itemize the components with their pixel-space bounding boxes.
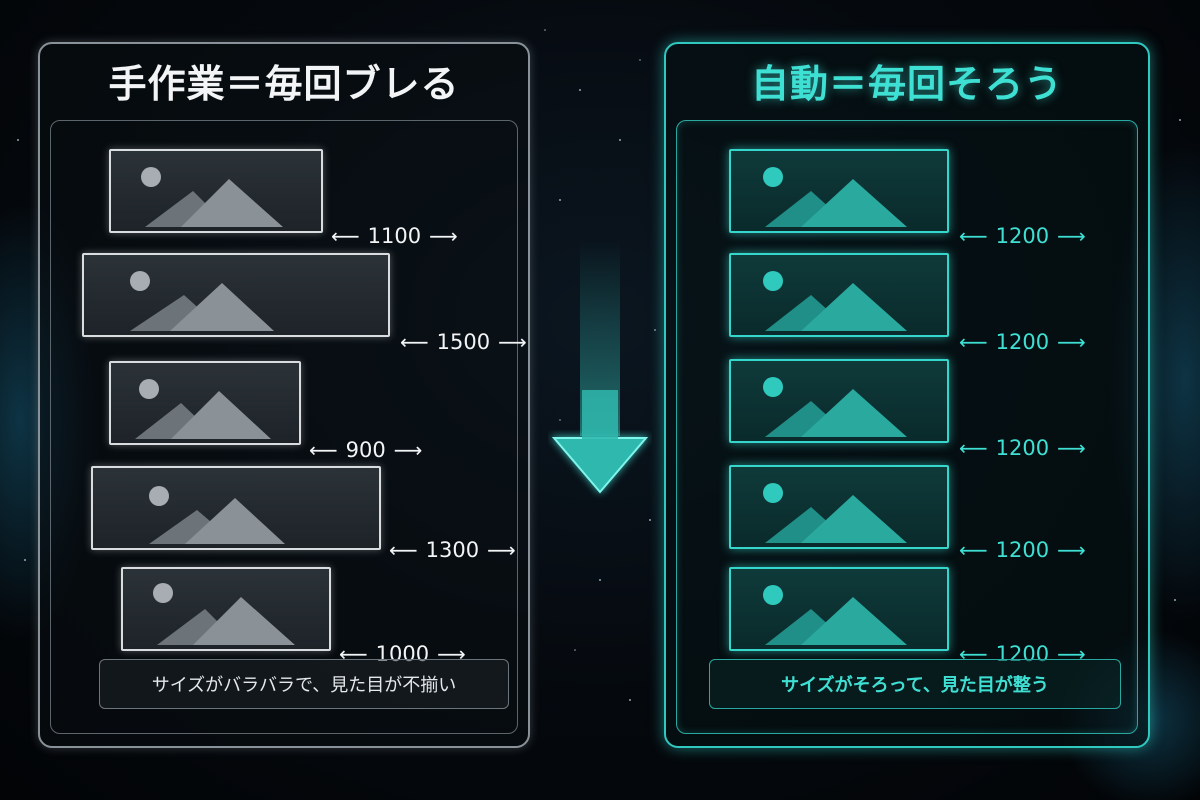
manual-image-3	[109, 361, 301, 445]
auto-dimension-1: ⟵ 1200 ⟶	[959, 224, 1086, 248]
auto-image-3	[729, 359, 949, 443]
right-arrow-icon: ⟶	[487, 538, 516, 562]
auto-image-2	[729, 253, 949, 337]
auto-panel: 自動＝毎回そろう ⟵ 1200 ⟶ ⟵ 1200 ⟶	[664, 42, 1150, 748]
right-arrow-icon: ⟶	[393, 438, 423, 462]
left-arrow-icon: ⟵	[959, 436, 988, 460]
auto-image-5	[729, 567, 949, 651]
auto-dimension-4: ⟵ 1200 ⟶	[959, 538, 1086, 562]
image-placeholder-icon	[153, 583, 295, 645]
image-placeholder-icon	[763, 167, 907, 227]
image-placeholder-icon	[763, 377, 907, 437]
image-placeholder-icon	[763, 483, 907, 543]
manual-dimension-2: ⟵ 1500 ⟶	[400, 330, 527, 354]
auto-dimension-3: ⟵ 1200 ⟶	[959, 436, 1086, 460]
auto-image-1	[729, 149, 949, 233]
manual-image-2	[82, 253, 390, 337]
image-placeholder-icon	[130, 271, 274, 331]
left-arrow-icon: ⟵	[389, 538, 418, 562]
right-arrow-icon: ⟶	[1057, 330, 1086, 354]
image-placeholder-icon	[135, 379, 271, 439]
down-arrow-icon	[550, 240, 650, 494]
manual-dimension-3: ⟵ 900 ⟶	[309, 438, 423, 462]
image-placeholder-icon	[149, 486, 285, 544]
left-arrow-icon: ⟵	[959, 538, 988, 562]
auto-caption: サイズがそろって、見た目が整う	[709, 659, 1121, 709]
right-arrow-icon: ⟶	[1057, 436, 1086, 460]
manual-dimension-4: ⟵ 1300 ⟶	[389, 538, 516, 562]
left-arrow-icon: ⟵	[400, 330, 429, 354]
manual-dimension-1: ⟵ 1100 ⟶	[331, 224, 458, 248]
left-arrow-icon: ⟵	[309, 438, 338, 462]
manual-image-5	[121, 567, 331, 651]
auto-panel-title: 自動＝毎回そろう	[750, 61, 1063, 106]
manual-image-1	[109, 149, 323, 233]
right-arrow-icon: ⟶	[1057, 224, 1086, 248]
manual-caption: サイズがバラバラで、見た目が不揃い	[99, 659, 509, 709]
left-arrow-icon: ⟵	[959, 224, 988, 248]
auto-image-list: ⟵ 1200 ⟶ ⟵ 1200 ⟶ ⟵ 1200 ⟶	[676, 120, 1138, 734]
right-arrow-icon: ⟶	[1057, 538, 1086, 562]
right-arrow-icon: ⟶	[498, 330, 527, 354]
left-arrow-icon: ⟵	[959, 330, 988, 354]
right-arrow-icon: ⟶	[429, 224, 458, 248]
manual-panel: 手作業＝毎回ブレる ⟵ 1100 ⟶ ⟵ 1500 ⟶	[38, 42, 530, 748]
image-placeholder-icon	[763, 585, 907, 645]
manual-panel-title: 手作業＝毎回ブレる	[108, 61, 460, 106]
auto-dimension-2: ⟵ 1200 ⟶	[959, 330, 1086, 354]
auto-image-4	[729, 465, 949, 549]
manual-image-4	[91, 466, 381, 550]
left-arrow-icon: ⟵	[331, 224, 360, 248]
image-placeholder-icon	[141, 167, 283, 227]
image-placeholder-icon	[763, 271, 907, 331]
manual-image-list: ⟵ 1100 ⟶ ⟵ 1500 ⟶ ⟵ 900 ⟶	[50, 120, 527, 734]
